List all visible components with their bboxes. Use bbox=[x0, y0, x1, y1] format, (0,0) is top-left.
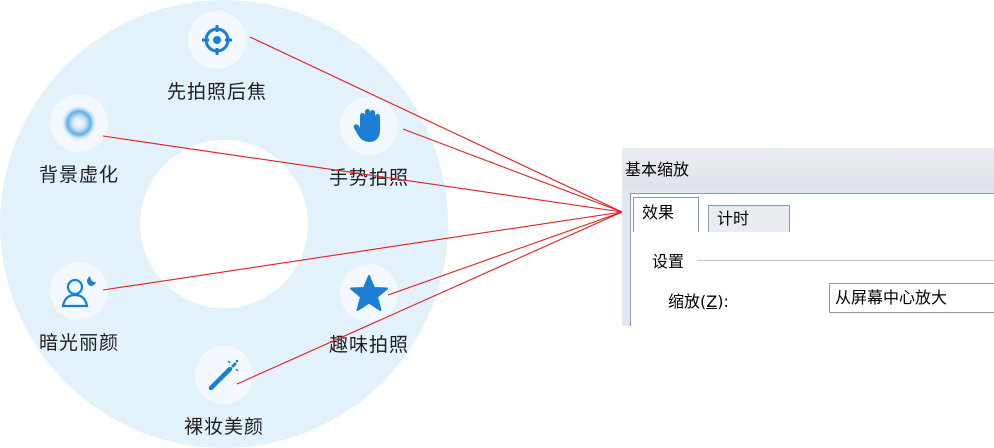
tab-timing[interactable]: 计时 bbox=[708, 205, 790, 232]
feature-label: 背景虚化 bbox=[38, 164, 119, 186]
feature-ring: 先拍照后焦 背景虚化 手势拍照 bbox=[0, 0, 448, 448]
magic-wand-icon bbox=[195, 346, 253, 404]
feature-label: 暗光丽颜 bbox=[38, 332, 119, 354]
tab-effect[interactable]: 效果 bbox=[633, 197, 699, 232]
feature-gesture-shoot[interactable]: 手势拍照 bbox=[309, 97, 429, 190]
feature-focus-after-shoot[interactable]: 先拍照后焦 bbox=[157, 11, 277, 104]
zoom-label-suffix: ): bbox=[717, 292, 729, 311]
feature-background-blur[interactable]: 背景虚化 bbox=[19, 94, 139, 187]
dialog-title: 基本缩放 bbox=[625, 160, 690, 179]
feature-dark-light-beauty[interactable]: 暗光丽颜 bbox=[19, 262, 139, 355]
star-icon bbox=[340, 264, 398, 322]
ring-center bbox=[140, 140, 308, 308]
feature-makeup-free-beauty[interactable]: 裸妆美颜 bbox=[164, 346, 284, 439]
person-moon-icon bbox=[50, 262, 108, 320]
feature-label: 手势拍照 bbox=[328, 167, 409, 189]
zoom-dropdown[interactable]: 从屏幕中心放大 bbox=[829, 283, 994, 313]
feature-label: 先拍照后焦 bbox=[166, 81, 267, 103]
crosshair-icon bbox=[188, 11, 246, 69]
zoom-label-accesskey: Z bbox=[706, 292, 718, 311]
zoom-dialog: 基本缩放 效果 计时 设置 缩放(Z): 从屏幕中心放大 bbox=[622, 148, 994, 326]
zoom-label-prefix: 缩放( bbox=[668, 292, 707, 311]
blur-icon bbox=[50, 94, 108, 152]
feature-label: 裸妆美颜 bbox=[183, 416, 264, 438]
feature-fun-shoot[interactable]: 趣味拍照 bbox=[309, 264, 429, 357]
hand-icon bbox=[340, 97, 398, 155]
group-divider bbox=[697, 260, 994, 261]
feature-label: 趣味拍照 bbox=[328, 334, 409, 356]
zoom-field-label: 缩放(Z): bbox=[668, 288, 729, 312]
settings-group-label: 设置 bbox=[652, 248, 691, 272]
dialog-titlebar: 基本缩放 bbox=[622, 148, 994, 189]
